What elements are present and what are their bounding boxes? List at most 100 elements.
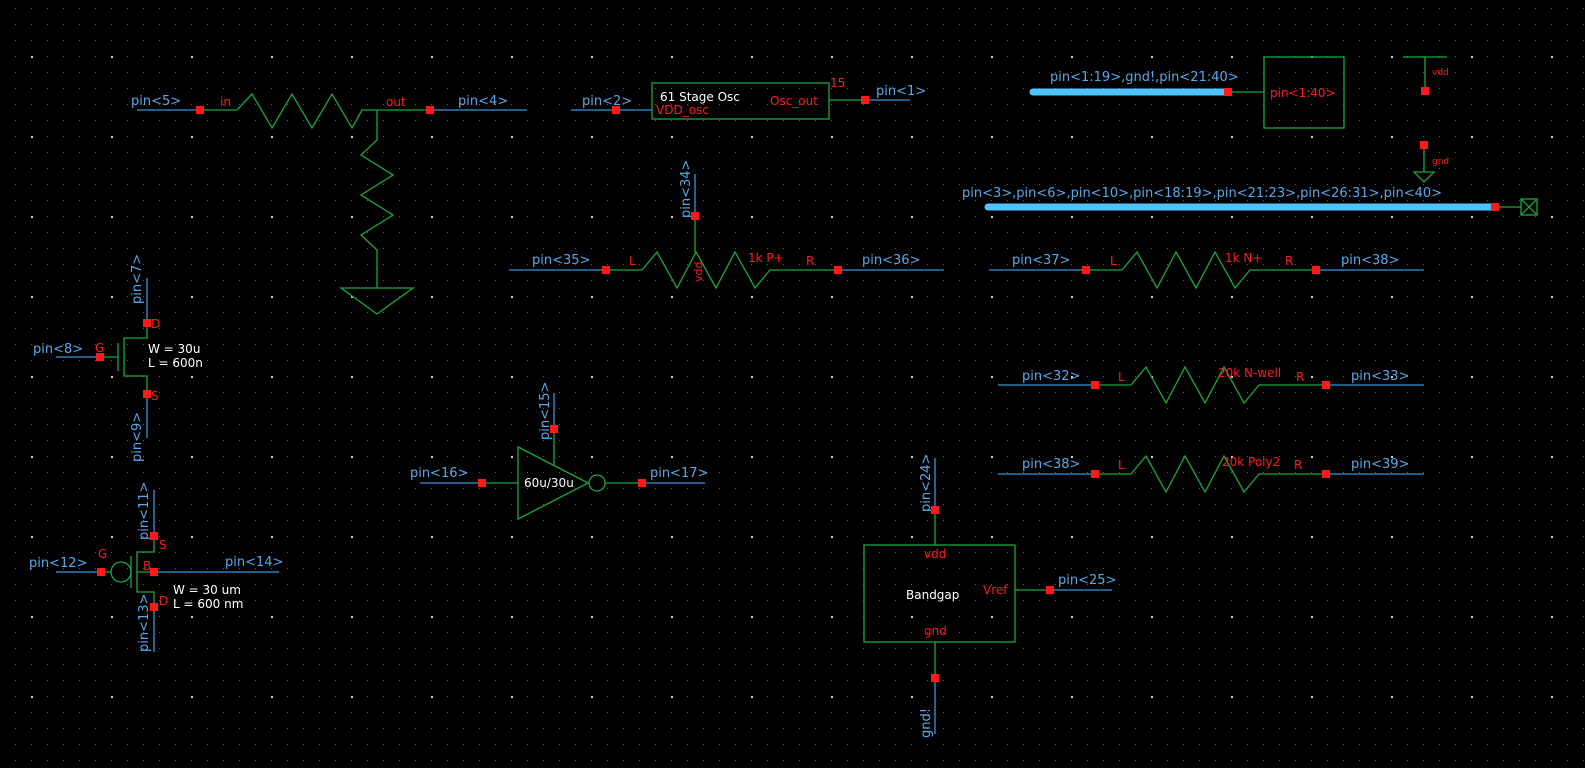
grid-dot [911, 312, 912, 313]
grid-dot [943, 600, 944, 601]
grid-dot [1247, 264, 1248, 265]
grid-dot [1535, 648, 1536, 649]
grid-dot [959, 8, 960, 9]
grid-dot [79, 376, 80, 377]
grid-dot [1279, 600, 1280, 601]
grid-dot [1071, 152, 1072, 153]
grid-dot [559, 696, 560, 697]
grid-dot [223, 152, 224, 153]
grid-dot [543, 584, 544, 585]
grid-dot [1583, 296, 1584, 297]
bus-2[interactable]: pin<3>,pin<6>,pin<10>,pin<18:19>,pin<21:… [962, 186, 1538, 216]
grid-dot [1263, 504, 1264, 505]
grid-dot [207, 520, 208, 521]
grid-dot [287, 552, 288, 553]
grid-dot [559, 424, 560, 425]
grid-dot [223, 264, 224, 265]
grid-dot [1455, 552, 1456, 553]
grid-dot [271, 392, 272, 393]
grid-dot [1359, 760, 1360, 761]
grid-dot [63, 72, 64, 73]
grid-dot [1071, 72, 1072, 73]
gnd-symbol[interactable]: gnd [1412, 141, 1449, 183]
grid-dot [1519, 472, 1520, 473]
grid-dot [687, 424, 688, 425]
grid-dot [1583, 552, 1584, 553]
grid-dot [271, 648, 272, 649]
grid-dot [831, 424, 832, 425]
grid-dot [223, 136, 224, 137]
bandgap-block[interactable]: pin<24> vdd Bandgap Vref gnd pin<25> gnd… [863, 454, 1116, 738]
grid-dot [687, 504, 688, 505]
grid-dot [191, 184, 192, 185]
grid-dot [863, 120, 864, 121]
pmos-transistor[interactable]: pin<11> pin<12> G pin<14> S B D W = 30 u… [29, 482, 283, 652]
grid-dot [143, 264, 144, 265]
grid-dot [1391, 248, 1392, 249]
oscillator-block[interactable]: pin<2> 61 Stage Osc VDD_osc Osc_out 15 p… [571, 76, 926, 120]
nmos-transistor[interactable]: pin<7> pin<8> G D S W = 30u L = 600n pin… [33, 254, 203, 462]
grid-dot [127, 520, 128, 521]
grid-dot [655, 520, 656, 521]
grid-dot [239, 344, 240, 345]
grid-dot [431, 600, 432, 601]
grid-dot [1103, 216, 1104, 217]
grid-dot [79, 424, 80, 425]
grid-dot [1567, 744, 1568, 745]
grid-dot [1087, 280, 1088, 281]
resistor-nwell[interactable]: pin<32> L 20k N-well R pin<33> [998, 365, 1424, 405]
grid-dot [527, 152, 528, 153]
grid-dot [1199, 408, 1200, 409]
grid-dot [591, 696, 593, 698]
grid-dot [1183, 232, 1184, 233]
grid-dot [847, 104, 848, 105]
inverter[interactable]: pin<16> 60u/30u pin<17> pin<15> [410, 382, 708, 521]
grid-dot [111, 56, 113, 58]
grid-dot [687, 520, 688, 521]
grid-dot [447, 520, 448, 521]
grid-dot [1231, 728, 1232, 729]
grid-dot [1071, 392, 1072, 393]
grid-dot [255, 520, 256, 521]
grid-dot [47, 616, 48, 617]
grid-dot [559, 8, 560, 9]
grid-dot [255, 632, 256, 633]
grid-dot [1247, 280, 1248, 281]
grid-dot [1183, 344, 1184, 345]
grid-dot [543, 360, 544, 361]
grid-dot [671, 648, 672, 649]
resistor-pplus[interactable]: pin<35> L 1k P+ R pin<36> pin<34> vdd [509, 160, 944, 290]
grid-dot [527, 232, 528, 233]
grid-dot [799, 472, 800, 473]
grid-dot [575, 8, 576, 9]
resistor-top[interactable]: pin<5> in out pin<4> [131, 92, 527, 315]
grid-dot [831, 312, 832, 313]
grid-dot [1279, 120, 1280, 121]
grid-dot [1295, 280, 1296, 281]
vdd-symbol[interactable]: vdd [1403, 56, 1449, 95]
grid-dot [495, 616, 496, 617]
grid-dot [831, 552, 832, 553]
grid-dot [911, 648, 912, 649]
bus-1[interactable]: pin<1:19>,gnd!,pin<21:40> pin<1:40> [1029, 56, 1345, 129]
resistor-nplus[interactable]: pin<37> L 1k N+ R pin<38> [989, 250, 1424, 290]
grid-dot [1023, 536, 1024, 537]
grid-dot [303, 536, 304, 537]
grid-dot [847, 616, 848, 617]
grid-dot [1295, 632, 1296, 633]
grid-dot [415, 120, 416, 121]
grid-dot [1023, 312, 1024, 313]
grid-dot [1119, 40, 1120, 41]
grid-dot [1183, 712, 1184, 713]
grid-dot [1359, 56, 1360, 57]
grid-dot [879, 200, 880, 201]
grid-dot [991, 456, 993, 458]
grid-dot [319, 40, 320, 41]
grid-dot [255, 568, 256, 569]
resistor-poly2[interactable]: pin<38> L 20k Poly2 R pin<39> [998, 454, 1424, 494]
grid-dot [735, 424, 736, 425]
grid-dot [511, 8, 512, 9]
grid-dot [1007, 680, 1008, 681]
grid-dot [1247, 200, 1248, 201]
